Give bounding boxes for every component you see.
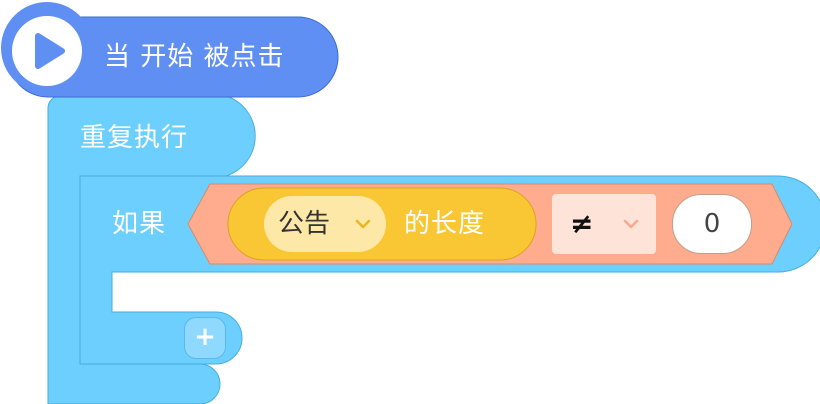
compare-value-text: 0 [703, 209, 721, 239]
repeat-block-label: 重复执行 [80, 123, 189, 153]
if-block-label: 如果 [112, 209, 167, 239]
chevron-down-icon [355, 219, 371, 229]
compare-value-input[interactable]: 0 [672, 194, 752, 254]
play-icon [35, 33, 65, 69]
hat-block-label: 当 开始 被点击 [104, 42, 285, 72]
add-branch-button[interactable]: + [184, 317, 226, 359]
plus-icon: + [194, 322, 216, 352]
operator-dropdown[interactable]: ≠ [552, 194, 656, 254]
variable-dropdown-value: 公告 [278, 209, 331, 239]
operator-dropdown-value: ≠ [570, 207, 594, 240]
green-flag-button[interactable] [12, 16, 82, 86]
chevron-down-icon [623, 219, 639, 229]
variable-dropdown[interactable]: 公告 [264, 196, 386, 252]
length-of-label: 的长度 [404, 209, 486, 239]
